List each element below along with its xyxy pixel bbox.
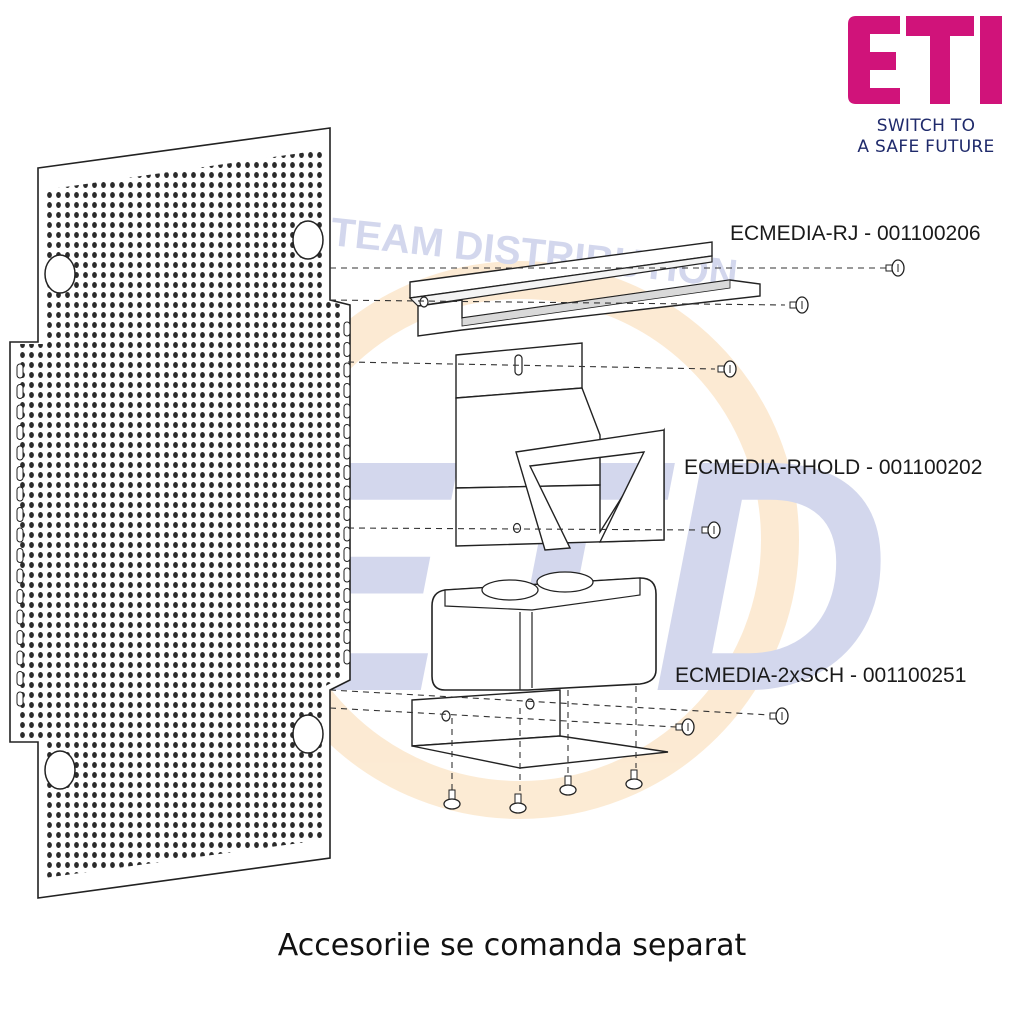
panel-slot [343, 526, 351, 542]
panel-slot [16, 425, 24, 440]
panel-slot [16, 445, 24, 461]
eti-logo: SWITCH TO A SAFE FUTURE [836, 10, 1016, 160]
panel-slot [16, 486, 24, 502]
panel-slot [343, 629, 351, 644]
panel-slot [343, 321, 351, 337]
callout-ecmedia-2xsch: ECMEDIA-2xSCH - 001100251 [675, 664, 967, 687]
panel-slot [343, 567, 351, 583]
screw-icon [625, 769, 643, 790]
panel-slot [16, 527, 24, 543]
panel-slot [16, 630, 24, 645]
panel-slot [16, 609, 24, 625]
eti-tagline-line2: A SAFE FUTURE [857, 137, 995, 157]
rail-holder [455, 342, 665, 551]
perforated-panel [9, 127, 351, 899]
screws [443, 259, 905, 814]
panel-slot [343, 649, 351, 665]
panel-slot [16, 589, 24, 604]
panel-slot [16, 568, 24, 584]
screw-icon [443, 789, 461, 810]
panel-slot [16, 650, 24, 666]
panel-slot [16, 466, 24, 481]
panel-slot [343, 362, 351, 378]
panel-slot [343, 465, 351, 480]
caption: Accesoriie se comanda separat [277, 928, 747, 963]
panel-slot [343, 547, 351, 562]
panel-slot [16, 384, 24, 399]
eti-tagline-line1: SWITCH TO [876, 116, 976, 136]
dashed-leaders [329, 267, 886, 795]
screw-icon [559, 775, 577, 796]
screw-icon [717, 360, 737, 378]
screw-icon [701, 521, 721, 539]
panel-slot [16, 363, 24, 379]
panel-slot [16, 507, 24, 522]
callout-ecmedia-rhold: ECMEDIA-RHOLD - 001100202 [684, 456, 983, 479]
screw-icon [789, 296, 809, 314]
panel-slot [343, 444, 351, 460]
panel-slot [343, 588, 351, 603]
panel-slot [16, 691, 24, 707]
double-socket [431, 571, 657, 691]
panel-slot [343, 383, 351, 398]
screw-icon [509, 793, 527, 814]
screw-icon [885, 259, 905, 277]
screw-icon [769, 707, 789, 725]
panel-slot [343, 485, 351, 501]
eti-logo-mark [848, 16, 1002, 104]
panel-slot [343, 506, 351, 521]
panel-slot [343, 342, 351, 357]
panel-slot [16, 671, 24, 686]
panel-slot [343, 424, 351, 439]
screw-icon [675, 718, 695, 736]
panel-slot [16, 404, 24, 420]
socket-bracket [411, 689, 669, 769]
panel-slot [343, 608, 351, 624]
panel-slot [343, 403, 351, 419]
panel-slot [16, 548, 24, 563]
callout-ecmedia-rj: ECMEDIA-RJ - 001100206 [730, 222, 981, 245]
